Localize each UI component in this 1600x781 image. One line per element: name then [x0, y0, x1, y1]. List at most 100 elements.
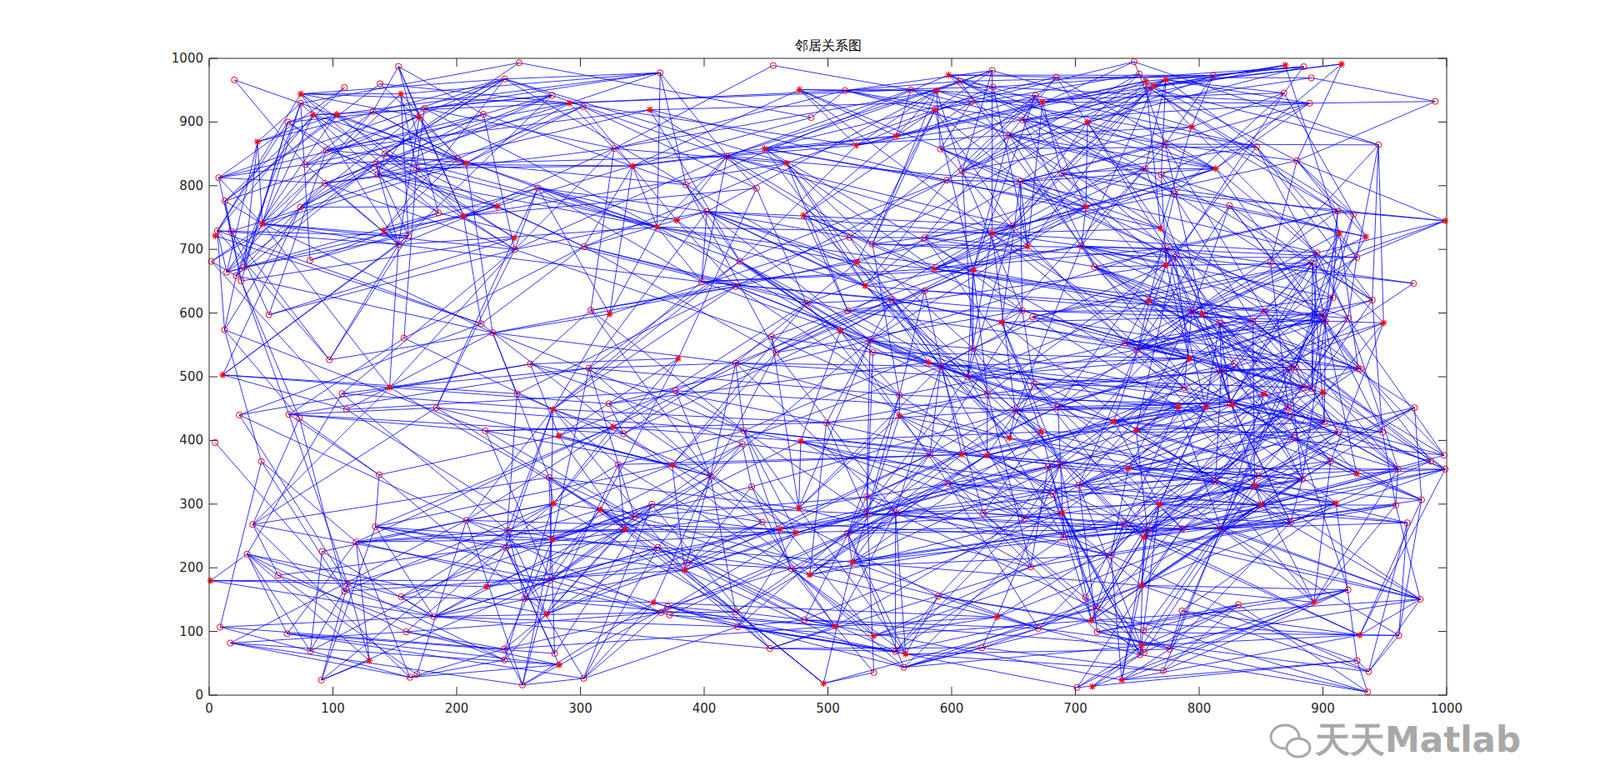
neighbor-link — [262, 223, 390, 387]
neighbor-link — [1144, 537, 1360, 635]
neighbor-link — [1140, 537, 1144, 655]
neighbor-link — [874, 566, 1031, 636]
star-marker — [1212, 165, 1220, 172]
neighbor-link — [379, 475, 547, 615]
neighbor-link — [1020, 146, 1257, 182]
circle-marker — [343, 406, 350, 413]
neighbor-link — [935, 110, 1020, 182]
star-marker — [543, 610, 550, 618]
circle-marker — [1075, 482, 1082, 489]
neighbor-link — [465, 163, 493, 334]
neighbor-link — [1048, 466, 1097, 609]
neighbor-link — [217, 230, 399, 245]
neighbor-link — [866, 513, 1147, 530]
neighbor-link — [1027, 101, 1043, 246]
circle-marker — [1330, 294, 1336, 300]
neighbor-link — [685, 570, 825, 684]
circle-marker — [501, 656, 508, 663]
circle-marker — [1210, 72, 1216, 79]
neighbor-link — [866, 496, 874, 673]
neighbor-link — [764, 70, 992, 150]
neighbor-link — [727, 155, 757, 188]
neighbor-link — [786, 163, 865, 286]
neighbor-link — [804, 620, 1122, 680]
neighbor-link — [967, 376, 1303, 388]
circle-marker — [698, 279, 705, 285]
circle-marker — [265, 311, 272, 318]
circle-marker — [318, 676, 325, 683]
neighbor-link — [375, 164, 515, 250]
neighbor-link — [826, 422, 868, 514]
neighbor-link — [872, 110, 935, 245]
circle-marker — [1172, 254, 1179, 260]
neighbor-link — [1238, 604, 1368, 692]
circle-marker — [1163, 245, 1170, 251]
neighbor-link — [436, 407, 673, 465]
circle-marker — [956, 78, 963, 85]
neighbor-link — [1220, 366, 1295, 530]
neighbor-links — [210, 61, 1446, 692]
neighbor-link — [305, 106, 583, 165]
neighbor-link — [1137, 349, 1331, 461]
circle-marker — [666, 611, 673, 618]
star-marker — [673, 216, 680, 224]
star-marker — [1155, 500, 1163, 508]
neighbor-link — [355, 530, 508, 543]
circle-marker — [892, 509, 899, 515]
star-marker — [415, 113, 423, 120]
neighbor-link — [895, 537, 1065, 652]
neighbor-link — [895, 512, 906, 655]
neighbor-link — [1260, 460, 1331, 505]
star-marker — [800, 211, 807, 219]
circle-marker — [1287, 410, 1294, 417]
star-marker — [1162, 76, 1170, 84]
neighbor-link — [310, 551, 322, 651]
star-marker — [1441, 217, 1449, 225]
neighbor-link — [1330, 322, 1384, 461]
circle-marker — [1320, 310, 1326, 317]
star-marker — [550, 500, 557, 507]
circle-marker — [766, 645, 773, 651]
neighbor-link — [269, 249, 515, 315]
neighbor-link — [224, 275, 236, 330]
neighbor-link — [530, 364, 742, 445]
neighbor-link — [845, 90, 1145, 170]
neighbor-link — [589, 363, 736, 369]
circle-marker — [921, 235, 928, 241]
circle-marker — [1231, 360, 1238, 366]
neighbor-link — [1215, 64, 1342, 170]
circle-marker — [907, 86, 914, 93]
star-marker — [386, 384, 394, 391]
star-marker — [993, 613, 1000, 620]
neighbor-link — [940, 316, 1033, 366]
neighbor-link — [872, 352, 1189, 359]
neighbor-link — [1145, 168, 1215, 170]
circle-marker — [1093, 605, 1100, 612]
star-marker — [1199, 310, 1206, 318]
neighbor-link — [390, 387, 601, 510]
neighbor-link — [799, 90, 992, 234]
circle-marker — [1005, 132, 1012, 139]
circle-marker — [580, 103, 586, 110]
neighbor-link — [231, 158, 459, 231]
neighbor-link — [1078, 485, 1144, 653]
neighbor-link — [847, 410, 1015, 534]
star-marker — [776, 525, 784, 533]
neighbor-link — [735, 611, 825, 684]
neighbor-link — [226, 206, 497, 273]
neighbor-link — [1165, 265, 1189, 359]
neighbor-link — [530, 310, 591, 364]
circle-marker — [664, 603, 670, 610]
circle-marker — [1045, 463, 1051, 470]
circle-marker — [1267, 259, 1274, 265]
circle-marker — [980, 510, 986, 516]
circle-marker — [801, 616, 808, 623]
neighbor-link — [1034, 384, 1185, 388]
neighbor-link — [1284, 93, 1367, 237]
circle-marker — [1345, 315, 1351, 321]
neighbor-link — [735, 180, 947, 286]
neighbor-link — [891, 299, 1190, 358]
star-marker — [1132, 426, 1140, 434]
circle-marker — [1354, 657, 1360, 664]
neighbor-link — [1215, 103, 1310, 170]
